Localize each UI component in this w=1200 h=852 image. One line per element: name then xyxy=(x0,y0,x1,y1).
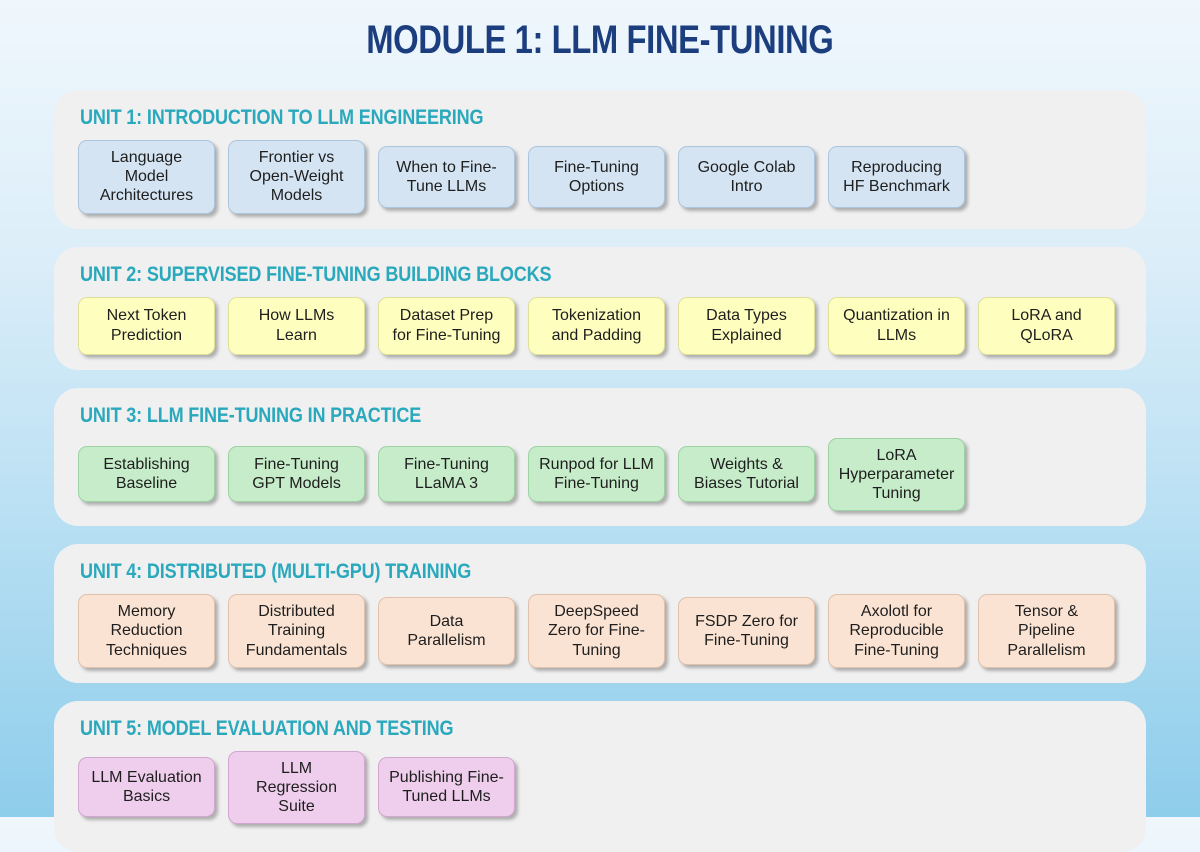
unit-panel: UNIT 2: SUPERVISED FINE-TUNING BUILDING … xyxy=(54,246,1146,370)
lesson-card[interactable]: Memory Reduction Techniques xyxy=(78,594,215,668)
lesson-card[interactable]: LLM Regression Suite xyxy=(228,750,365,825)
lesson-card[interactable]: Tokenization and Padding xyxy=(528,296,665,355)
unit-title: UNIT 4: DISTRIBUTED (MULTI-GPU) TRAINING xyxy=(80,558,1122,584)
lesson-card[interactable]: DeepSpeed Zero for Fine-Tuning xyxy=(528,594,665,668)
lesson-card[interactable]: Axolotl for Reproducible Fine-Tuning xyxy=(828,594,965,668)
lesson-card[interactable]: Quantization in LLMs xyxy=(828,296,965,355)
lesson-card[interactable]: Establishing Baseline xyxy=(78,446,215,503)
lesson-card[interactable]: Data Parallelism xyxy=(378,596,515,665)
lesson-card[interactable]: Data Types Explained xyxy=(678,296,815,355)
module-diagram: MODULE 1: LLM FINE-TUNING UNIT 1: INTROD… xyxy=(0,16,1200,852)
lesson-card[interactable]: Frontier vs Open-Weight Models xyxy=(228,140,365,214)
lesson-card[interactable]: Reproducing HF Benchmark xyxy=(828,145,965,208)
lesson-card[interactable]: Fine-Tuning Options xyxy=(528,145,665,208)
unit-title-text: UNIT 5: MODEL EVALUATION AND TESTING xyxy=(80,716,454,740)
unit-title: UNIT 2: SUPERVISED FINE-TUNING BUILDING … xyxy=(80,261,1122,287)
unit-title-text: UNIT 1: INTRODUCTION TO LLM ENGINEERING xyxy=(80,106,484,129)
lesson-card[interactable]: Next Token Prediction xyxy=(78,296,215,355)
lesson-card[interactable]: LLM Evaluation Basics xyxy=(78,757,215,818)
unit-title: UNIT 3: LLM FINE-TUNING IN PRACTICE xyxy=(80,402,1122,428)
page-title-text: MODULE 1: LLM FINE-TUNING xyxy=(366,18,834,62)
unit-title-text: UNIT 4: DISTRIBUTED (MULTI-GPU) TRAINING xyxy=(80,560,472,584)
page-title: MODULE 1: LLM FINE-TUNING xyxy=(0,16,1200,64)
lesson-card[interactable]: Runpod for LLM Fine-Tuning xyxy=(528,446,665,503)
unit-title: UNIT 5: MODEL EVALUATION AND TESTING xyxy=(80,715,1122,741)
lesson-card[interactable]: Tensor & Pipeline Parallelism xyxy=(978,594,1115,668)
unit-panel: UNIT 3: LLM FINE-TUNING IN PRACTICE Esta… xyxy=(54,387,1146,527)
lesson-card[interactable]: LoRA Hyperparameter Tuning xyxy=(828,437,965,512)
unit-panel: UNIT 1: INTRODUCTION TO LLM ENGINEERING … xyxy=(54,90,1146,229)
lesson-card[interactable]: Weights & Biases Tutorial xyxy=(678,446,815,503)
lesson-card[interactable]: Language Model Architectures xyxy=(78,140,215,214)
lesson-card[interactable]: LoRA and QLoRA xyxy=(978,296,1115,355)
units-container: UNIT 1: INTRODUCTION TO LLM ENGINEERING … xyxy=(0,90,1200,852)
lesson-card[interactable]: When to Fine-Tune LLMs xyxy=(378,145,515,208)
unit-panel: UNIT 4: DISTRIBUTED (MULTI-GPU) TRAINING… xyxy=(54,544,1146,683)
unit-title-text: UNIT 3: LLM FINE-TUNING IN PRACTICE xyxy=(80,403,422,427)
lesson-card[interactable]: Google Colab Intro xyxy=(678,145,815,208)
lesson-card[interactable]: Publishing Fine-Tuned LLMs xyxy=(378,757,515,818)
lesson-card[interactable]: Dataset Prep for Fine-Tuning xyxy=(378,296,515,355)
unit-panel: UNIT 5: MODEL EVALUATION AND TESTING LLM… xyxy=(54,700,1146,852)
lesson-card[interactable]: FSDP Zero for Fine-Tuning xyxy=(678,596,815,665)
lesson-card[interactable]: Fine-Tuning GPT Models xyxy=(228,446,365,503)
unit-title-text: UNIT 2: SUPERVISED FINE-TUNING BUILDING … xyxy=(80,262,552,286)
unit-title: UNIT 1: INTRODUCTION TO LLM ENGINEERING xyxy=(80,104,1122,130)
lesson-card[interactable]: Fine-Tuning LLaMA 3 xyxy=(378,446,515,503)
lesson-card[interactable]: How LLMs Learn xyxy=(228,296,365,355)
lesson-card[interactable]: Distributed Training Fundamentals xyxy=(228,594,365,668)
